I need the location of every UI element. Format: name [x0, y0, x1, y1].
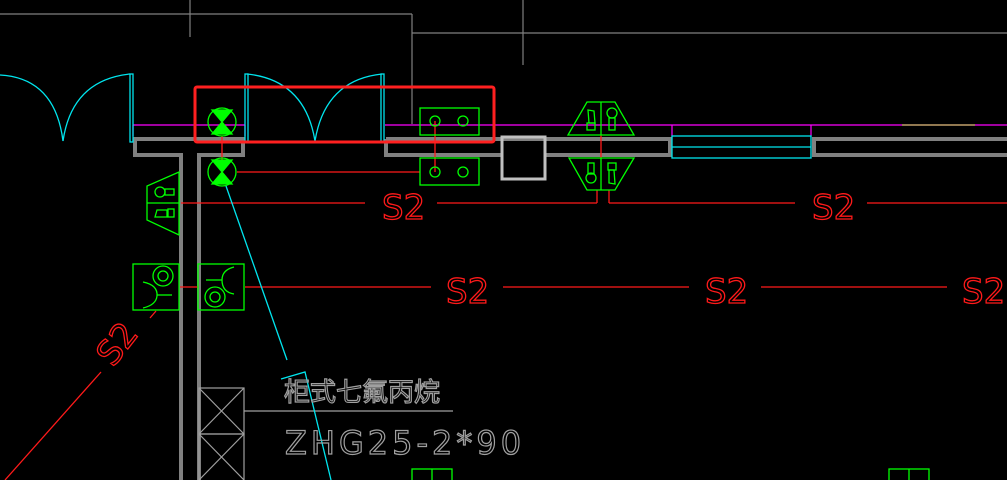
equipment-model-label: ZHG25-2*90	[285, 424, 525, 462]
highlight-selection-box[interactable]	[193, 85, 496, 144]
walls	[133, 137, 1007, 480]
pipe-label: S2	[446, 272, 489, 312]
reference-lines	[0, 0, 1007, 124]
nozzle-icon	[207, 157, 237, 187]
leader-line	[225, 185, 332, 480]
nozzle-icon	[207, 107, 237, 137]
pipe-label: S2	[812, 188, 855, 228]
pipe-lines	[4, 121, 1007, 480]
fixtures	[132, 101, 930, 480]
pipe-label: S2	[962, 272, 1005, 312]
fire-extinguishing-cabinet[interactable]	[198, 387, 453, 480]
pipe-label: S2	[705, 272, 748, 312]
window	[671, 135, 812, 159]
pipe-label: S2	[89, 315, 147, 374]
column	[500, 135, 547, 181]
doors	[0, 73, 385, 143]
equipment-name-label: 柜式七氟丙烷	[284, 378, 440, 408]
pipe-label: S2	[382, 188, 425, 228]
